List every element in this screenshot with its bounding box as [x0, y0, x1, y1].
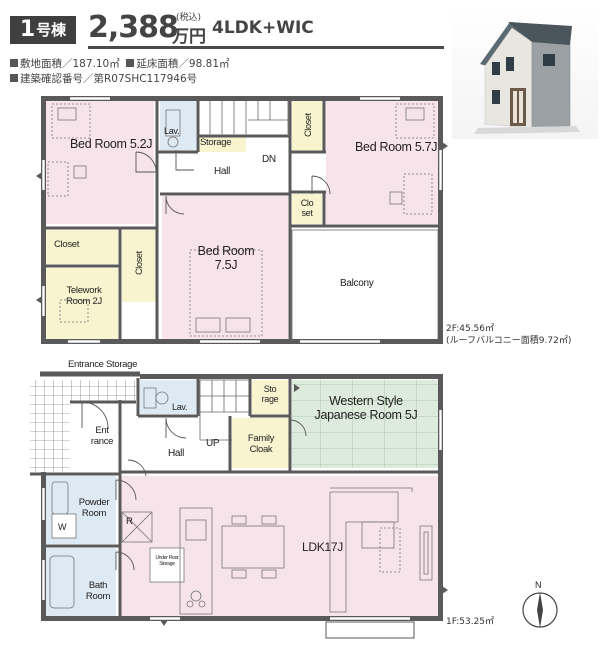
room-storage-2f — [198, 136, 246, 152]
room-western-japanese — [292, 380, 438, 468]
compass-icon — [522, 592, 558, 628]
room-family-cloak — [232, 418, 290, 468]
label-telework: Telework Room 2J — [66, 285, 102, 307]
bullet-icon — [10, 59, 18, 67]
window-markers-2f — [36, 142, 448, 304]
room-closet-left — [46, 230, 118, 264]
label-storage-1f: Sto rage — [261, 384, 279, 405]
windows-2f — [42, 97, 442, 343]
room-bath — [46, 548, 116, 616]
label-entrance-storage: Entrance Storage — [68, 359, 138, 370]
second-floor-plan — [36, 96, 448, 344]
room-ldk — [120, 476, 438, 616]
label-balcony: Balcony — [340, 278, 374, 289]
room-bed-left — [46, 100, 154, 224]
tax-note: (税込) — [176, 13, 202, 23]
house-photo — [452, 4, 598, 139]
bullet-icon — [10, 74, 18, 82]
confirmation-info: 建築確認番号／第R07SHC117946号 — [10, 71, 197, 86]
windows-1f — [42, 410, 442, 620]
room-telework — [46, 268, 118, 340]
floor1-area: 1F:53.25㎡ — [446, 617, 495, 627]
stairs-1f — [199, 379, 250, 441]
floor2-roof-balcony: (ルーフバルコニー面積9.72㎡) — [446, 336, 572, 346]
label-bed-left: Bed Room 5.2J — [70, 137, 153, 151]
label-up: UP — [206, 438, 220, 449]
label-r-mark: R — [126, 516, 133, 527]
label-storage-2f: Storage — [200, 137, 232, 148]
area-info: 敷地面積／187.10㎡ 延床面積／98.81㎡ — [10, 56, 230, 71]
room-bed-center — [162, 196, 288, 340]
price-unit: 万円 — [172, 27, 206, 47]
label-closet-vertical: Closet — [133, 251, 144, 275]
room-closet-vertical — [122, 230, 156, 302]
label-bath: Bath Room — [85, 580, 111, 602]
label-dn: DN — [262, 154, 276, 165]
label-western-japanese: Western Style Japanese Room 5J — [314, 394, 418, 422]
label-closet-top: Closet — [302, 113, 313, 137]
layout-type: 4LDK+WIC — [212, 18, 314, 38]
floor-area: 延床面積／98.81㎡ — [136, 58, 230, 70]
bullet-icon — [126, 59, 135, 67]
room-bed-right — [326, 100, 438, 224]
label-washer: W — [58, 522, 67, 532]
entrance-storage-tile — [70, 380, 136, 402]
room-closet-small — [292, 194, 322, 224]
label-lav-2f: Lav. — [164, 126, 180, 136]
label-under-floor: Under Floor Storage — [155, 555, 179, 567]
label-entrance: Ent rance — [90, 425, 114, 447]
label-closet-left: Closet — [54, 239, 80, 250]
floor2-area: 2F:45.56㎡ — [446, 324, 495, 334]
label-lav-1f: Lav. — [172, 402, 188, 412]
entrance-tile — [30, 380, 70, 472]
furniture-1f — [49, 387, 433, 615]
compass-north-label: N — [535, 580, 542, 590]
room-entrance — [72, 402, 120, 472]
label-family-cloak: Family Cloak — [247, 433, 275, 455]
doors-1f — [81, 401, 307, 571]
label-ldk: LDK17J — [302, 540, 343, 554]
unit-number: 1 — [19, 17, 36, 42]
label-powder: Powder Room — [78, 497, 110, 519]
terrace-step — [325, 621, 415, 639]
furniture-2f — [47, 103, 435, 337]
header-rule — [88, 46, 444, 49]
label-hall-1f: Hall — [168, 448, 185, 459]
window-markers-1f — [160, 384, 448, 626]
confirmation-number: 建築確認番号／第R07SHC117946号 — [20, 73, 198, 85]
label-hall-2f: Hall — [214, 166, 231, 177]
label-closet-small: Clo set — [300, 198, 314, 219]
header: 1 号棟 2,388 (税込) 万円 4LDK+WIC 敷地面積／187.10㎡… — [0, 0, 604, 96]
unit-badge: 1 号棟 — [10, 16, 76, 44]
room-closet-top — [292, 100, 324, 152]
inner-walls-2f — [43, 99, 440, 342]
inner-walls-1f — [30, 378, 440, 620]
first-floor-plan — [30, 371, 448, 639]
room-storage-1f — [252, 380, 288, 414]
unit-suffix: 号棟 — [36, 20, 67, 39]
price: 2,388 — [88, 10, 179, 45]
label-bed-center: Bed Room 7.5J — [197, 244, 255, 272]
site-area: 敷地面積／187.10㎡ — [20, 58, 120, 70]
label-bed-right: Bed Room 5.7J — [355, 140, 438, 154]
house-illustration — [474, 22, 580, 134]
room-balcony — [291, 229, 439, 341]
